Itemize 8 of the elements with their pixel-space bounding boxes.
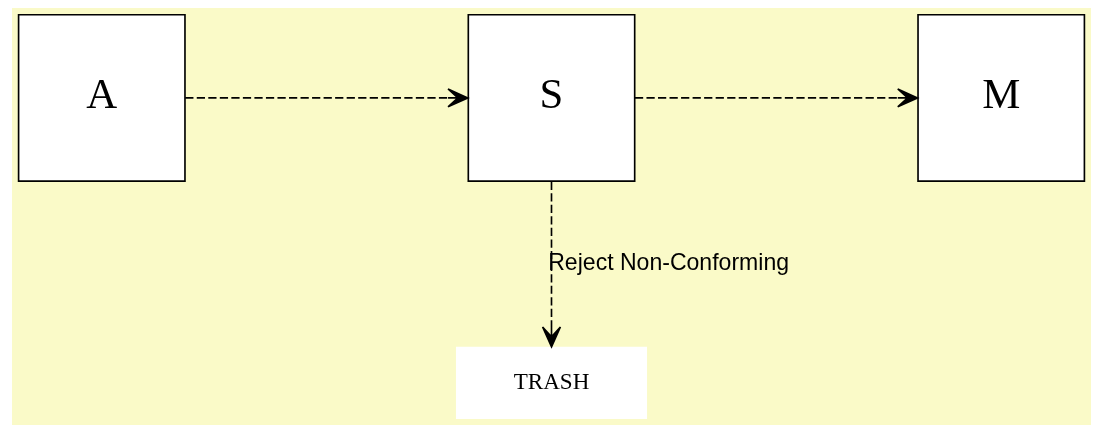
- node-box: S: [467, 13, 636, 182]
- arrow: [541, 180, 562, 348]
- node-box: A: [17, 13, 186, 182]
- node-box: M: [917, 13, 1086, 182]
- arrow: [634, 88, 919, 108]
- node-box: TRASH: [455, 346, 648, 420]
- edge-label: Reject Non-Conforming: [548, 249, 790, 276]
- arrow: [184, 88, 469, 108]
